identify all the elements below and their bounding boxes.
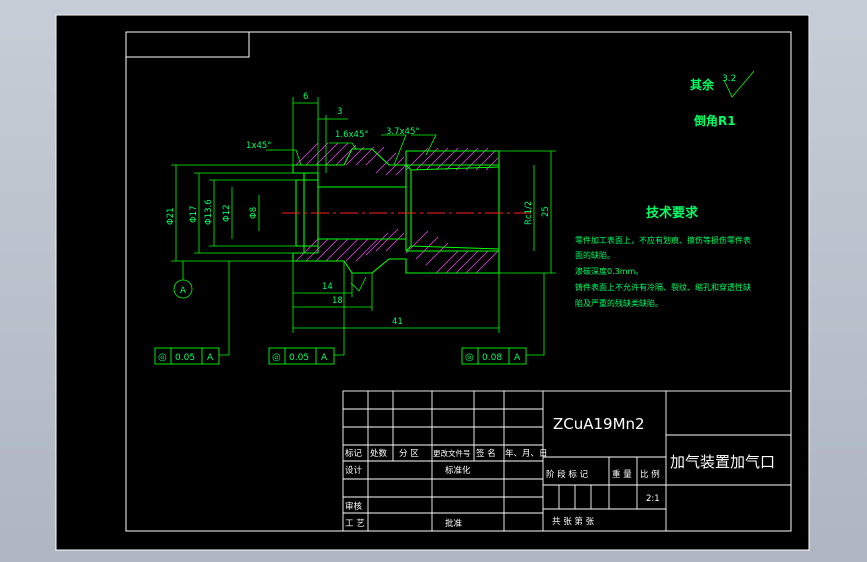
part-name: 加气装置加气口	[670, 453, 775, 471]
title-block-grid	[342, 390, 792, 532]
dim-d12: Φ12	[222, 204, 232, 222]
tolerance-frame: ◎ 0.08 A	[461, 347, 527, 365]
chamfer-note: 倒角R1	[693, 113, 736, 128]
tolerance-symbol: ◎	[465, 352, 474, 363]
tech-line: 零件加工表面上，不应有划痕、擦伤等损伤零件表	[575, 235, 751, 245]
dim-chamfer-1-6x45: 1.6x45°	[335, 130, 369, 140]
surface-finish-value: 3.2	[722, 74, 736, 84]
dim-d25: 25	[541, 206, 551, 217]
dim-chamfer-3-7x45: 3.7x45°	[386, 127, 420, 137]
dim-chamfer-1x45: 1x45°	[246, 141, 272, 151]
dimension-lines	[171, 70, 755, 356]
header-change-doc: 更改文件号	[433, 448, 471, 458]
tolerance-frame: ◎ 0.05 A	[154, 347, 220, 365]
tolerance-symbol: ◎	[272, 352, 281, 363]
tolerance-value: 0.08	[482, 353, 502, 363]
header-sign: 签 名	[476, 448, 496, 459]
label-stage-mark: 阶 段 标 记	[546, 469, 589, 480]
header-mark: 标记	[345, 448, 363, 459]
dim-top-3: 3	[337, 107, 342, 117]
tech-line: 陷及严重的残缺类缺陷。	[575, 298, 663, 308]
dim-thread-rc: Rc1/2	[524, 201, 534, 225]
tolerance-value: 0.05	[289, 353, 309, 363]
datum-a-label: A	[180, 286, 186, 296]
title-block: ZCuA19Mn2 加气装置加气口 标记 处数 分 区 更改文件号 签 名 年、…	[342, 390, 792, 532]
drawing-canvas: 6 3 1x45° 1.6x45° 3.7x45° Φ21 Φ17 Φ13.6 …	[56, 15, 809, 550]
tech-line: 面的缺陷。	[575, 250, 615, 260]
label-process: 工 艺	[345, 519, 365, 529]
tolerance-symbol: ◎	[158, 352, 167, 363]
dim-top-6: 6	[303, 92, 308, 102]
technical-requirements: 技术要求 零件加工表面上，不应有划痕、擦伤等损伤零件表 面的缺陷。 渗碳深度0.…	[575, 205, 751, 308]
section-hatch-lower	[295, 228, 499, 274]
tolerance-datum: A	[207, 353, 214, 363]
dim-d17: Φ17	[189, 205, 199, 223]
material-name: ZCuA19Mn2	[553, 415, 645, 433]
label-weight: 重 量	[612, 469, 632, 480]
label-scale: 比 例	[640, 469, 660, 480]
tech-title: 技术要求	[646, 205, 699, 221]
section-hatch-upper	[295, 142, 499, 176]
tolerance-value: 0.05	[175, 353, 195, 363]
tech-line: 渗碳深度0.3mm。	[575, 266, 643, 276]
dim-len-14: 14	[322, 282, 333, 292]
tolerance-datum: A	[514, 353, 521, 363]
part-section-view	[282, 142, 531, 274]
dim-len-18: 18	[332, 296, 343, 306]
label-standardize: 标准化	[445, 465, 471, 476]
label-check: 审核	[345, 501, 363, 512]
dim-len-41: 41	[392, 317, 403, 327]
header-count: 处数	[370, 448, 388, 459]
surface-finish-label: 其余	[690, 77, 715, 92]
tech-line: 铸件表面上不允许有冷隔、裂纹、缩孔和穿透性缺	[575, 282, 751, 292]
label-design: 设计	[345, 465, 363, 476]
label-approve: 批准	[445, 518, 463, 529]
dim-d13-6: Φ13.6	[204, 199, 214, 225]
tolerance-datum: A	[321, 353, 328, 363]
header-date: 年、月、日	[505, 448, 548, 459]
dimension-labels: 6 3 1x45° 1.6x45° 3.7x45° Φ21 Φ17 Φ13.6 …	[166, 92, 551, 327]
part-outline	[292, 148, 500, 274]
header-zone: 分 区	[399, 449, 419, 459]
dim-d21: Φ21	[166, 207, 176, 225]
tolerance-frame: ◎ 0.05 A	[268, 347, 335, 365]
surface-finish-note: 其余 3.2 倒角R1	[690, 74, 736, 128]
code-box	[125, 31, 250, 58]
label-sheets: 共 张 第 张	[552, 516, 595, 527]
scale-value: 2:1	[646, 494, 660, 504]
drawing-viewport[interactable]: 6 3 1x45° 1.6x45° 3.7x45° Φ21 Φ17 Φ13.6 …	[55, 14, 810, 551]
dim-d8: Φ8	[249, 207, 259, 219]
